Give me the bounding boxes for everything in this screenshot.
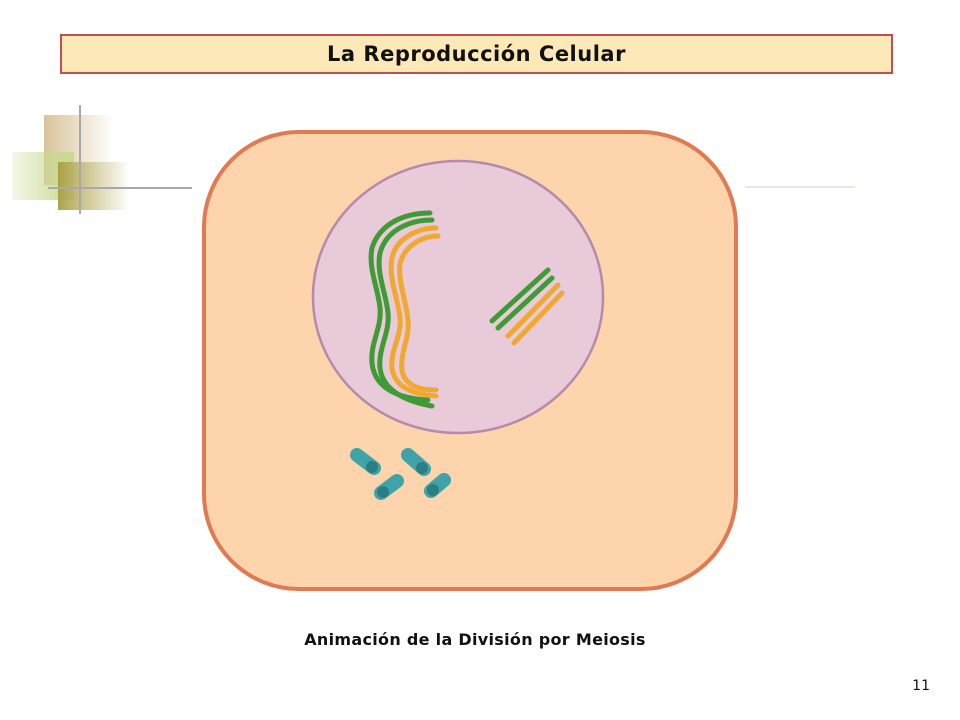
- page-number: 11: [912, 678, 930, 694]
- chromosome-small-green: [489, 267, 555, 331]
- centriole: [374, 474, 404, 500]
- slide-title: La Reproducción Celular: [327, 42, 626, 66]
- chromosome-large-green: [368, 210, 435, 409]
- centriole: [424, 473, 451, 498]
- slide-title-bar: La Reproducción Celular: [60, 34, 893, 74]
- chromosome-small-orange: [505, 282, 565, 346]
- slide-caption-row: Animación de la División por Meiosis: [0, 630, 960, 649]
- centrioles: [350, 448, 451, 500]
- slide-caption: Animación de la División por Meiosis: [304, 630, 646, 649]
- centriole: [350, 448, 381, 475]
- cell-diagram: [202, 130, 738, 591]
- centriole: [401, 448, 431, 476]
- decorative-rule: [745, 186, 855, 188]
- chromosome-large-orange: [388, 225, 441, 399]
- decorative-corner-graphic: [12, 105, 192, 214]
